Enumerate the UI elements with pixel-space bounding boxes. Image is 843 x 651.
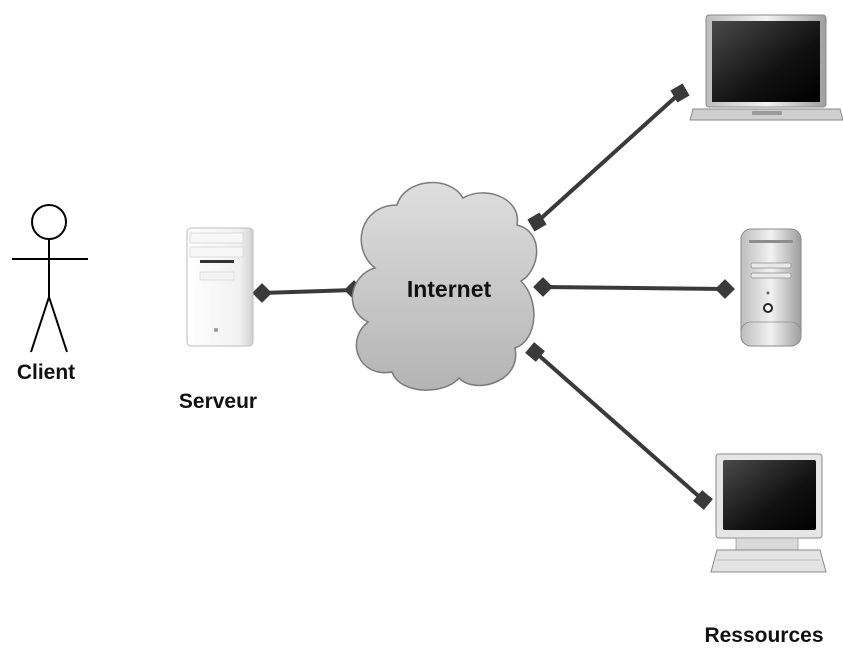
square-marker-icon bbox=[527, 212, 547, 232]
workstation-icon bbox=[740, 228, 802, 347]
square-marker-icon bbox=[693, 490, 713, 510]
internet-monitor-link bbox=[533, 350, 705, 502]
resources-label: Ressources bbox=[704, 624, 823, 647]
square-marker-icon bbox=[525, 342, 545, 362]
client-label: Client bbox=[17, 361, 75, 384]
server-internet-link bbox=[261, 288, 355, 295]
internet-cloud-icon bbox=[351, 182, 538, 391]
internet-workstation-link bbox=[542, 285, 726, 291]
laptop-icon bbox=[689, 14, 843, 121]
server-tower-icon bbox=[186, 227, 254, 347]
internet-label: Internet bbox=[407, 276, 492, 302]
connections bbox=[261, 91, 726, 502]
diamond-marker-icon bbox=[715, 279, 735, 299]
diamond-marker-icon bbox=[533, 277, 553, 297]
square-marker-icon bbox=[670, 83, 690, 103]
crt-monitor-icon bbox=[710, 453, 827, 573]
server-label: Serveur bbox=[179, 390, 257, 413]
client-actor-icon bbox=[12, 204, 88, 353]
internet-laptop-link bbox=[535, 91, 682, 224]
diamond-marker-icon bbox=[252, 283, 272, 303]
